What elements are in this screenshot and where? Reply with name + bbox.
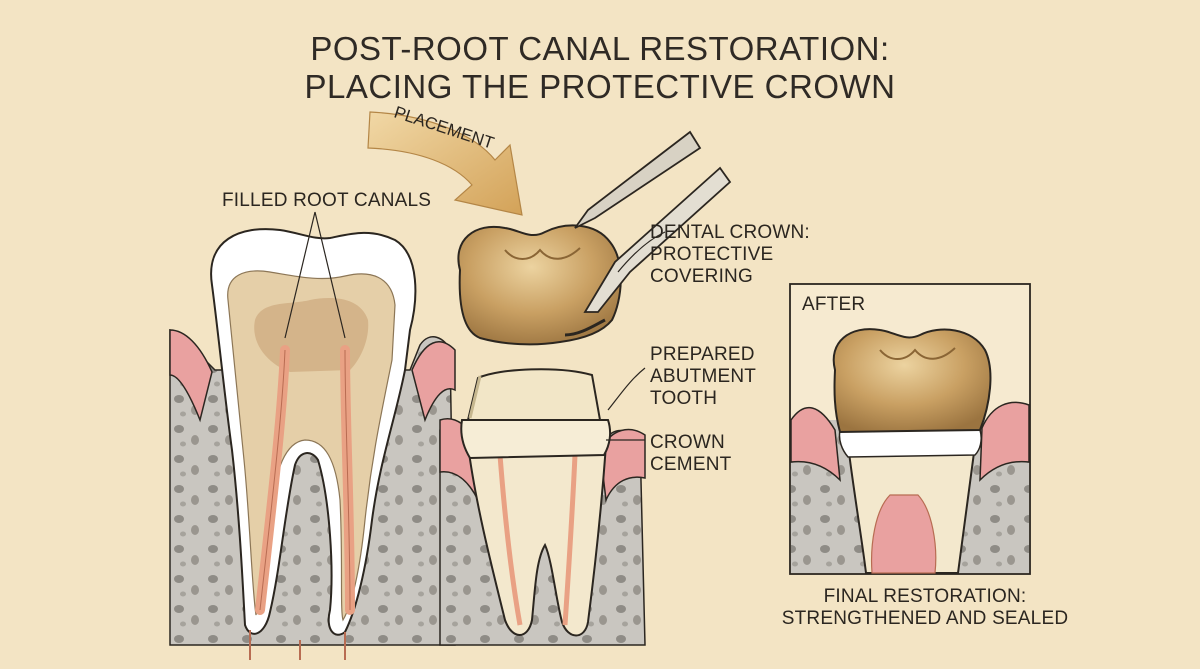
label-crown-cement: CROWN CEMENT (650, 432, 732, 475)
title-line-1: POST-ROOT CANAL RESTORATION: (310, 30, 890, 67)
label-dental-crown: DENTAL CROWN: PROTECTIVE COVERING (650, 222, 810, 287)
title-line-2: PLACING THE PROTECTIVE CROWN (304, 68, 896, 105)
after-panel (789, 283, 1031, 575)
root-canal-tooth (210, 228, 417, 660)
forceps (574, 130, 732, 313)
abutment-tooth (460, 368, 612, 637)
label-final-restoration: FINAL RESTORATION: STRENGTHENED AND SEAL… (781, 586, 1069, 629)
leader-filled-canals (284, 211, 346, 339)
leader-crown (617, 231, 666, 273)
dental-crown (457, 224, 622, 346)
leader-abutment (607, 367, 646, 411)
label-filled-root-canals: FILLED ROOT CANALS (222, 190, 432, 211)
label-after: AFTER (802, 294, 866, 315)
label-prepared-abutment-tooth: PREPARED ABUTMENT TOOTH (650, 344, 757, 409)
